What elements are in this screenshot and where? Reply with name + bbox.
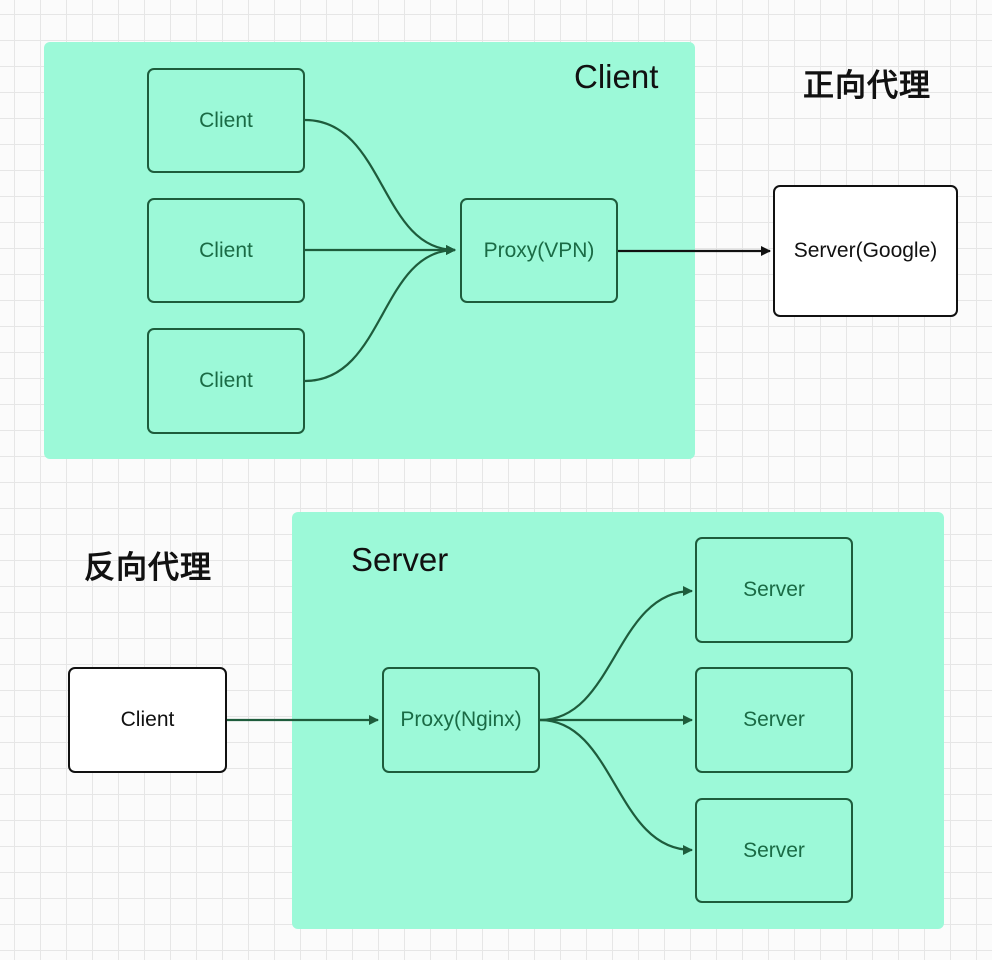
reverse-server-label-2: Server xyxy=(743,708,805,731)
reverse-server-node-2: Server xyxy=(695,667,853,773)
forward-client-label-1: Client xyxy=(199,108,253,132)
reverse-client-label: Client xyxy=(120,708,175,731)
reverse-server-node-1: Server xyxy=(695,537,853,643)
forward-proxy-heading: 正向代理 xyxy=(803,68,931,104)
vpn-proxy-label: Proxy(VPN) xyxy=(483,238,595,262)
forward-client-label-2: Client xyxy=(199,238,253,262)
reverse-server-label-1: Server xyxy=(743,578,805,601)
reverse-region-title: Server xyxy=(351,541,449,578)
forward-region-title: Client xyxy=(574,58,659,95)
forward-client-node-2: Client xyxy=(147,198,305,303)
vpn-proxy-node: Proxy(VPN) xyxy=(460,198,618,303)
reverse-server-node-3: Server xyxy=(695,798,853,903)
reverse-proxy-heading: 反向代理 xyxy=(84,550,212,586)
nginx-proxy-node: Proxy(Nginx) xyxy=(382,667,540,773)
reverse-client-node: Client xyxy=(68,667,227,773)
nginx-proxy-label: Proxy(Nginx) xyxy=(400,708,522,731)
google-server-label: Server(Google) xyxy=(793,239,938,262)
forward-client-node-3: Client xyxy=(147,328,305,434)
forward-client-label-3: Client xyxy=(199,369,253,392)
reverse-server-label-3: Server xyxy=(743,838,805,862)
forward-client-node-1: Client xyxy=(147,68,305,173)
google-server-node: Server(Google) xyxy=(773,185,958,317)
